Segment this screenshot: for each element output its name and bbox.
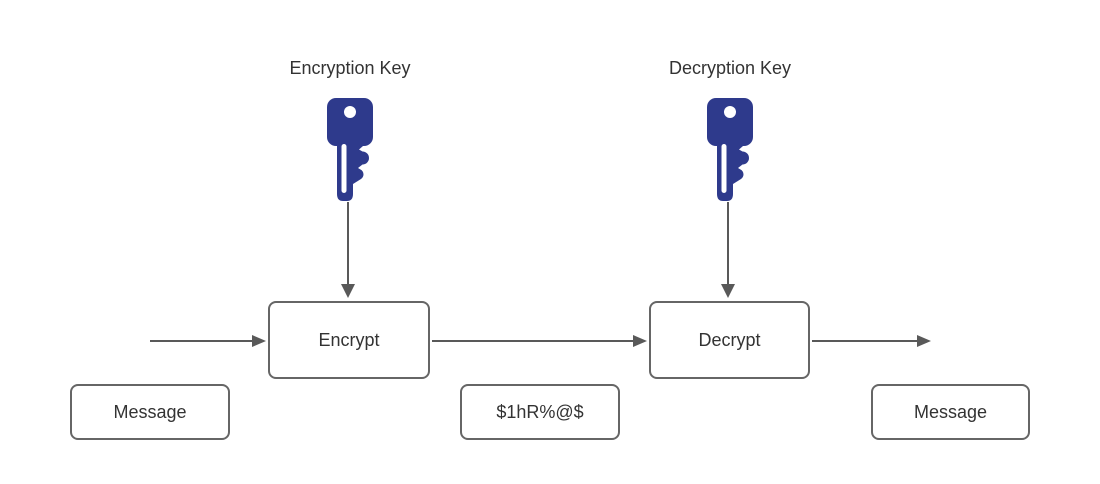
message-output-node: Message <box>871 384 1030 440</box>
arrow-message-to-encrypt <box>150 340 253 342</box>
encrypt-node: Encrypt <box>268 301 430 379</box>
ciphertext-node: $1hR%@$ <box>460 384 620 440</box>
arrow-encrypt-to-decrypt <box>432 340 634 342</box>
arrowhead-down-icon <box>341 284 355 298</box>
arrowhead-right-icon <box>917 335 931 347</box>
arrowhead-right-icon <box>252 335 266 347</box>
decrypt-node: Decrypt <box>649 301 810 379</box>
decryption-key-label: Decryption Key <box>668 58 792 78</box>
arrowhead-down-icon <box>721 284 735 298</box>
message-input-node: Message <box>70 384 230 440</box>
key-icon <box>327 98 373 201</box>
arrow-decrypt-to-message <box>812 340 918 342</box>
arrow-decryption-key-to-decrypt <box>727 202 729 284</box>
arrowhead-right-icon <box>633 335 647 347</box>
key-icon <box>707 98 753 201</box>
arrow-encryption-key-to-encrypt <box>347 202 349 284</box>
encryption-key-label: Encryption Key <box>289 58 411 78</box>
